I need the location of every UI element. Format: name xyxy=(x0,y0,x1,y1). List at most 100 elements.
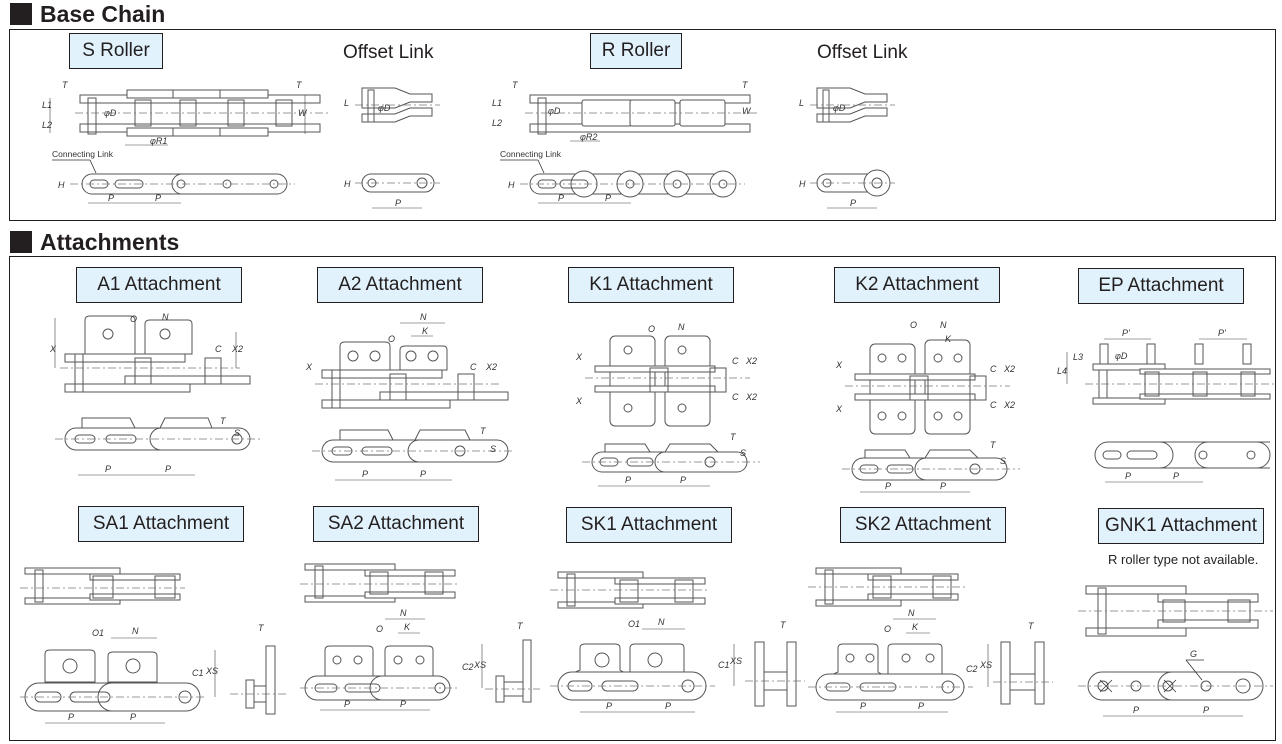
dim-k: K xyxy=(422,326,429,336)
dim-k: K xyxy=(945,334,952,344)
dim-l4: L4 xyxy=(1057,366,1067,376)
label-offset-link-s: Offset Link xyxy=(343,42,434,63)
dim-o: O xyxy=(376,624,383,634)
dim-h: H xyxy=(508,180,515,190)
dim-p: P xyxy=(395,198,401,208)
dim-c-bottom: C xyxy=(732,392,739,402)
label-gnk1-attachment: GNK1 Attachment xyxy=(1098,508,1264,544)
sk2-attachment-drawing: O N K C2 XS P P T xyxy=(808,567,1053,713)
dim-x-bottom: X xyxy=(835,404,843,414)
label-a2-attachment: A2 Attachment xyxy=(317,267,483,303)
dim-s: S xyxy=(490,444,496,454)
dim-x: X xyxy=(49,344,57,354)
dim-t: T xyxy=(1028,621,1035,631)
dim-x2-top: X2 xyxy=(745,356,757,366)
dim-k: K xyxy=(404,622,411,632)
dim-p1: P xyxy=(362,469,368,479)
section-title: Attachments xyxy=(40,229,180,255)
heading-square-icon xyxy=(10,3,32,25)
dim-t: T xyxy=(780,620,787,630)
dim-o1: O1 xyxy=(92,628,104,638)
dim-c2: C2 xyxy=(462,662,474,672)
dim-p2: P xyxy=(165,464,171,474)
dim-l3: L3 xyxy=(1073,352,1083,362)
dim-p2: P xyxy=(665,701,671,711)
ep-attachment-drawing: P' P' L3 L4 φD P P xyxy=(1057,328,1275,483)
dim-o1: O1 xyxy=(628,619,640,629)
dim-l: L xyxy=(344,98,349,108)
dim-p1: P xyxy=(606,701,612,711)
sk1-attachment-drawing: O1 N C1 XS P P T xyxy=(550,571,805,713)
dim-o: O xyxy=(884,624,891,634)
label-a1-attachment: A1 Attachment xyxy=(76,267,242,303)
label-k2-attachment: K2 Attachment xyxy=(834,267,1000,303)
section-title: Base Chain xyxy=(40,1,166,27)
dim-w: W xyxy=(742,106,752,116)
label-s-roller: S Roller xyxy=(69,33,163,69)
dim-c: C xyxy=(215,344,222,354)
dim-p2: P xyxy=(400,699,406,709)
dim-n: N xyxy=(908,608,915,618)
connecting-link-callout: Connecting Link xyxy=(52,149,114,159)
chain-top-view xyxy=(525,94,760,135)
dim-n: N xyxy=(940,320,947,330)
dim-o: O xyxy=(130,314,137,324)
dim-d: φD xyxy=(833,103,846,113)
dim-p-prime-2: P' xyxy=(1218,328,1226,338)
dim-h: H xyxy=(58,180,65,190)
dim-xs: XS xyxy=(729,656,742,666)
dim-s: S xyxy=(1000,456,1006,466)
dim-x-top: X xyxy=(835,360,843,370)
dim-t: T xyxy=(990,440,997,450)
heading-square-icon xyxy=(10,231,32,253)
chain-side-view xyxy=(520,170,745,198)
sa2-attachment-drawing: O N K C2 XS P P T xyxy=(300,563,540,711)
label-sa2-attachment: SA2 Attachment xyxy=(313,506,479,542)
dim-t: T xyxy=(517,621,524,631)
dim-c1: C1 xyxy=(718,660,730,670)
label-sk1-attachment: SK1 Attachment xyxy=(566,507,732,543)
dim-p1: P xyxy=(885,481,891,491)
dim-p1: P xyxy=(344,699,350,709)
chain-top-view xyxy=(75,89,330,137)
dim-p1: P xyxy=(558,193,564,203)
dim-o: O xyxy=(910,320,917,330)
dim-phi-d: φD xyxy=(1115,351,1128,361)
connecting-link-callout: Connecting Link xyxy=(500,149,562,159)
dim-x-bottom: X xyxy=(575,396,583,406)
dim-c-top: C xyxy=(732,356,739,366)
dim-l2: L2 xyxy=(492,118,502,128)
dim-p2: P xyxy=(605,193,611,203)
offset-link-s-drawing: L φD H P xyxy=(344,87,440,209)
dim-c-bottom: C xyxy=(990,400,997,410)
dim-p2: P xyxy=(1173,471,1179,481)
dim-t: T xyxy=(480,426,487,436)
dim-n: N xyxy=(678,322,685,332)
dim-x-top: X xyxy=(575,352,583,362)
dim-x2-bottom: X2 xyxy=(1003,400,1015,410)
section-heading-base-chain: Base Chain xyxy=(10,1,165,27)
dim-k: K xyxy=(912,622,919,632)
dim-n: N xyxy=(132,626,139,636)
gnk1-attachment-drawing: G P P xyxy=(1078,585,1273,717)
dim-p2: P xyxy=(1203,705,1209,715)
dim-t-right: T xyxy=(742,80,749,90)
label-r-roller: R Roller xyxy=(590,33,682,69)
dim-x: X xyxy=(305,362,313,372)
dim-l2: L2 xyxy=(42,120,52,130)
dim-c2: C2 xyxy=(966,664,978,674)
label-ep-attachment: EP Attachment xyxy=(1078,268,1244,304)
dim-s: S xyxy=(234,428,240,438)
dim-n: N xyxy=(400,608,407,618)
dim-xs: XS xyxy=(979,660,992,670)
dim-p2: P xyxy=(918,701,924,711)
k1-attachment-drawing: O N X X C C X2 X2 T S P P xyxy=(575,322,760,487)
dim-w: W xyxy=(298,108,308,118)
dim-o: O xyxy=(648,324,655,334)
dim-xs: XS xyxy=(205,666,218,676)
dim-p2: P xyxy=(130,712,136,722)
dim-t: T xyxy=(512,80,519,90)
dim-r: φR1 xyxy=(150,136,167,146)
dim-p2: P xyxy=(155,193,161,203)
dim-x2-top: X2 xyxy=(1003,364,1015,374)
